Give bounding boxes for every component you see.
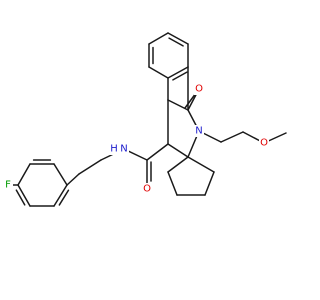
amide-oxygen-label: O <box>143 184 151 195</box>
amide-nitrogen-label-bg <box>119 143 129 155</box>
ether-oxygen-label: O <box>260 138 268 149</box>
fluorine-atom-label: F <box>5 180 11 191</box>
ring-nitrogen-label-bg <box>194 125 204 137</box>
aromatic-bond <box>53 163 68 186</box>
ketone-oxygen-label-bg <box>194 83 204 95</box>
double-bond-inner <box>172 71 188 81</box>
cyclopentane-bond <box>167 156 189 173</box>
amide-hydrogen-label-bg <box>109 143 119 155</box>
ketone-double <box>184 92 197 109</box>
aromatic-bond <box>17 184 31 207</box>
benzo-bond <box>148 32 169 45</box>
chain-bond <box>220 131 244 143</box>
benzo-bond <box>167 32 189 45</box>
ring-bond <box>167 143 189 158</box>
aromatic-bond <box>17 163 31 186</box>
cyclopentane-bond <box>204 171 215 196</box>
double-bond-inner <box>15 189 26 206</box>
benzo-bond <box>167 66 189 79</box>
double-bond-inner <box>58 189 70 206</box>
cyclopentane-bond <box>167 171 178 196</box>
amide-nitrogen-label: N <box>120 144 127 155</box>
ethyl-bond <box>66 173 80 186</box>
c4-amide-bond <box>146 143 169 161</box>
fluorine-atom-label-bg <box>3 179 13 191</box>
aromatic-bond <box>53 184 68 207</box>
ketone-oxygen-label: O <box>195 84 203 95</box>
ethyl-bond <box>78 159 102 175</box>
ether-oxygen-label-bg <box>259 137 269 149</box>
double-bond-inner <box>168 37 184 47</box>
benzo-bond <box>148 66 169 79</box>
cyclopentane-bond <box>187 156 215 173</box>
amide-oxygen-label-bg <box>142 183 152 195</box>
amide-hydrogen-label: H <box>110 144 118 155</box>
ring-nitrogen-label: N <box>195 126 202 137</box>
